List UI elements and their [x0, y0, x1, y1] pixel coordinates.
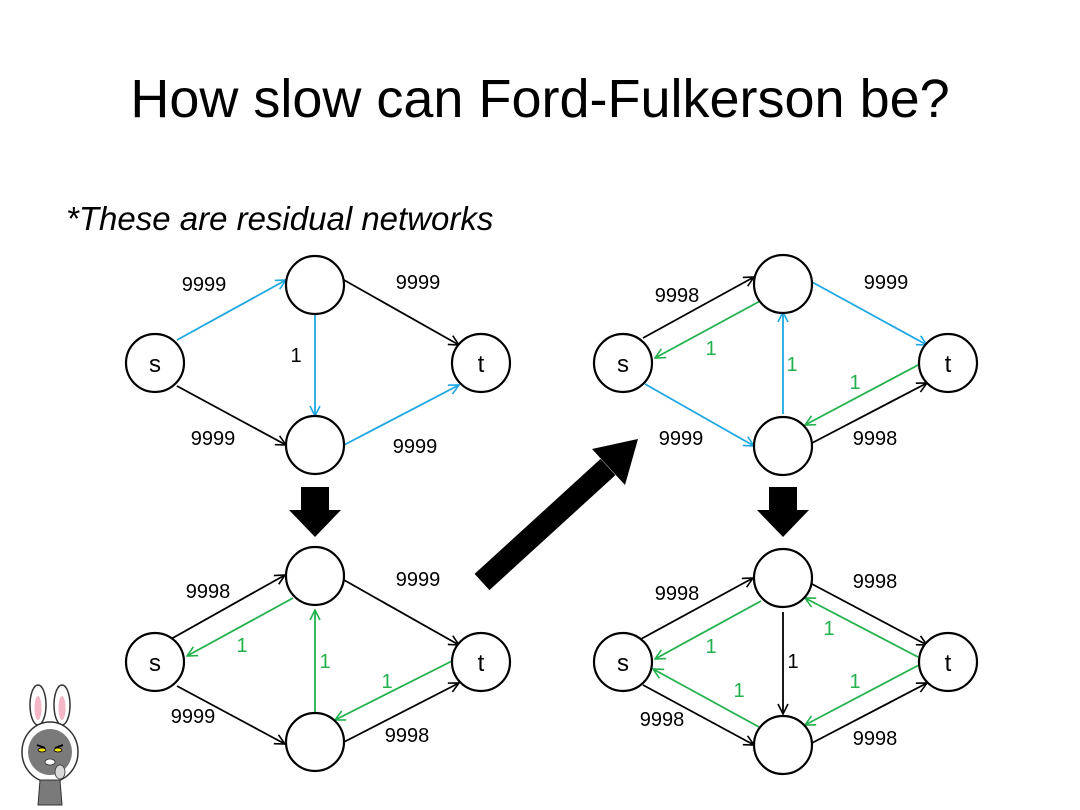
node-b [752, 714, 814, 776]
edge-b-t [811, 683, 927, 744]
node-s [592, 631, 654, 693]
network-4: s t 9998 1 9998 1 1 1 9998 1 9998 [592, 547, 979, 776]
edge-s-b-label: 9999 [171, 706, 216, 728]
node-a [752, 253, 814, 315]
edge-a-t-label: 9999 [396, 272, 441, 294]
edge-s-a [640, 578, 753, 640]
edge-a-s [655, 299, 763, 358]
edge-t-b [335, 660, 453, 720]
edge-t-b-label: 1 [849, 671, 860, 693]
edge-t-b-label: 1 [849, 372, 860, 394]
node-t-label: t [478, 650, 485, 677]
edge-b-a-label: 1 [319, 651, 330, 673]
edge-a-s [187, 597, 294, 656]
bunny-mascot-icon [21, 684, 79, 806]
node-t [917, 631, 979, 693]
edge-a-t [811, 281, 927, 345]
node-a [284, 545, 346, 607]
node-s [592, 332, 654, 394]
edge-t-b [805, 664, 920, 725]
edge-s-a-label: 9998 [655, 285, 700, 307]
edge-b-s-label: 1 [733, 680, 744, 702]
edge-s-b [176, 385, 286, 445]
node-a [752, 547, 814, 609]
node-a [284, 254, 346, 316]
edge-t-a [805, 598, 919, 658]
node-s-label: s [149, 650, 161, 677]
edge-a-b-label: 1 [787, 651, 798, 673]
edge-s-b [644, 383, 754, 446]
edge-s-b-label: 9999 [659, 428, 704, 450]
node-b [752, 415, 814, 477]
network-3: s t 9998 1 9999 1 1 9999 9998 [592, 253, 979, 477]
edge-s-a [176, 280, 286, 341]
edge-b-t [811, 383, 927, 444]
edge-a-t-label: 9998 [853, 571, 898, 593]
edge-a-t-label: 9999 [396, 569, 441, 591]
edge-s-b [642, 684, 754, 745]
edge-b-t-label: 9998 [853, 728, 898, 750]
edge-a-t [343, 279, 459, 345]
edge-b-t-label: 9998 [853, 428, 898, 450]
edge-b-t-label: 9999 [393, 436, 438, 458]
node-t-label: t [945, 351, 952, 378]
edge-b-t-label: 9998 [385, 725, 430, 747]
edge-t-b-label: 1 [381, 671, 392, 693]
node-t [917, 332, 979, 394]
edge-s-a-label: 9999 [182, 274, 227, 296]
edge-s-a-label: 9998 [186, 581, 231, 603]
edge-a-t [343, 579, 459, 645]
edge-b-a-label: 1 [786, 354, 797, 376]
slide-subtitle: *These are residual networks [66, 200, 494, 237]
node-t-label: t [945, 650, 952, 677]
node-s [124, 631, 186, 693]
edge-a-s-label: 1 [705, 338, 716, 360]
edge-t-b [805, 363, 921, 425]
edge-s-b-label: 9998 [640, 709, 685, 731]
node-s-label: s [617, 650, 629, 677]
down-arrow-icon [757, 487, 809, 537]
edge-a-t-label: 9999 [864, 272, 909, 294]
diagonal-arrow-icon [474, 439, 638, 591]
node-b [284, 711, 346, 773]
network-2: s t 9998 1 9999 1 1 9999 9998 [124, 545, 512, 773]
node-s-label: s [617, 351, 629, 378]
edge-a-b-label: 1 [290, 345, 301, 367]
edge-s-a [642, 277, 754, 339]
node-s-label: s [149, 351, 161, 378]
edge-b-t [343, 385, 459, 446]
node-s [124, 332, 186, 394]
edge-a-t [811, 583, 927, 645]
node-t [450, 631, 512, 693]
edge-b-s [653, 669, 760, 728]
edge-a-s-label: 1 [705, 636, 716, 658]
down-arrow-icon [289, 487, 341, 537]
slide-title: How slow can Ford-Fulkerson be? [130, 69, 950, 129]
edge-a-s-label: 1 [236, 635, 247, 657]
edge-t-a-label: 1 [823, 618, 834, 640]
edge-s-a-label: 9998 [655, 583, 700, 605]
edge-a-s [655, 600, 762, 659]
edge-s-b-label: 9999 [191, 428, 236, 450]
node-t [450, 332, 512, 394]
edge-b-t [343, 683, 459, 743]
edge-s-a [170, 575, 285, 640]
edge-s-b [176, 685, 285, 744]
node-t-label: t [478, 351, 485, 378]
node-b [284, 414, 346, 476]
network-1: s t 9999 9999 1 9999 9999 [124, 254, 512, 476]
